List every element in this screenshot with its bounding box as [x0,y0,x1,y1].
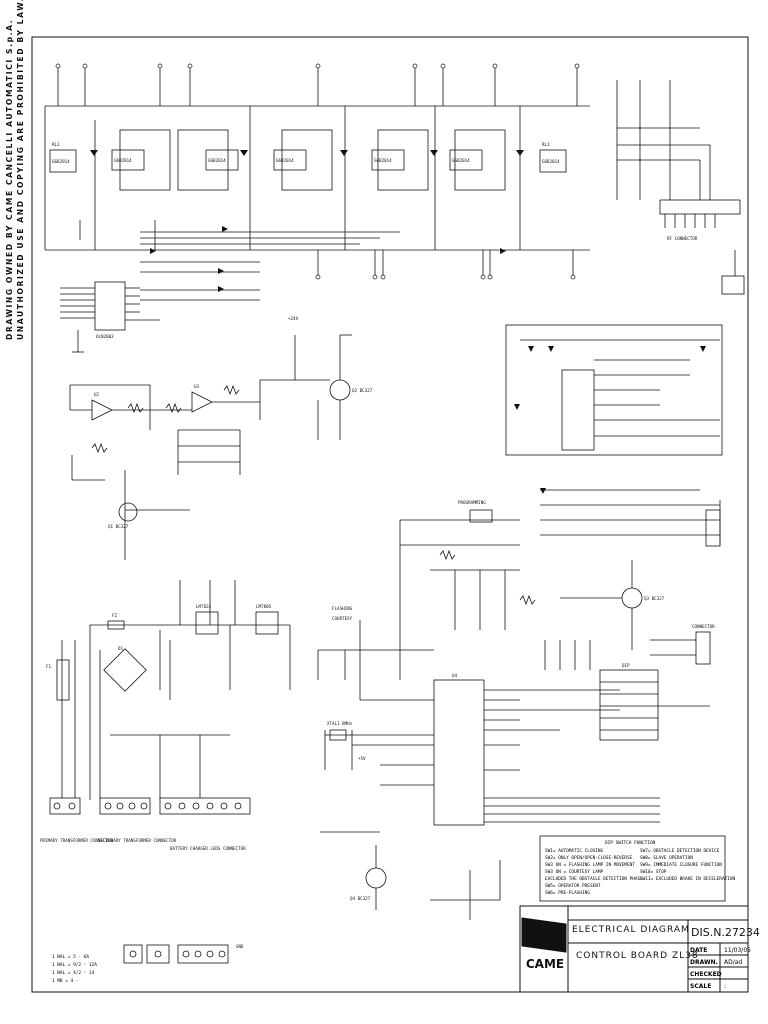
programming-label: PROGRAMMING [458,500,486,505]
dip-label: DIP [622,663,630,668]
title-block-row-value: 11/03/05 [724,947,751,954]
relay-label-6: G6B2014 [452,158,470,163]
fuse-f1-label: F1 [46,664,52,669]
dip-legend-box [539,835,726,902]
title-block-row-value: : [724,983,726,990]
dip-legend-left-line: SW2= ONLY OPEN/OPEN-CLOSE-REVERSE [545,855,633,861]
rf-connector-label: RF CONNECTOR [667,236,698,241]
title-block-row-label: SCALE [690,983,711,990]
relay-label-1: G6B2014 [52,159,70,164]
transistor-q4-label: Q4 BC327 [350,896,371,901]
microcontroller-section [317,509,660,826]
regulator-b-label: LM7805 [256,604,272,609]
title-block-row-label: CHECKED [690,971,722,978]
relay-terminal-markers [55,63,580,280]
transistor-q2-label: Q2 BC327 [352,388,373,393]
title-line-1: ELECTRICAL DIAGRAM [572,925,690,935]
connector-label: CONNECTOR [692,624,715,629]
relay-diodes [90,150,524,292]
microcontroller-label: U4 [452,673,458,678]
dip-legend-left-line: SW3 ON = FLASHING LAMP IN MOVEMENT [545,862,635,868]
logic-diodes [514,346,706,494]
crystal-label: XTAL1 8MHz [327,721,353,726]
battery-charger-label: BATTERY CHARGER LEDS CONNECTOR [170,846,246,851]
plus24-label-a: +24V [288,316,299,321]
dip-legend-left-line: EXCLUDED THE OBSTACLE DETECTION PHASE [545,876,643,882]
note-line-3: 1 NAL = 4/2 - 14 [52,970,95,976]
relay-label-5: G6B2014 [374,158,392,163]
uln2003-driver [60,281,160,353]
fuse-f2-label: F2 [112,613,118,618]
gnd-label: GND [236,944,244,949]
relay-label-7: G6B2014 [542,159,560,164]
terminal-blocks [49,797,251,964]
logic-section [505,324,723,547]
title-line-2: CONTROL BOARD ZL38 [576,951,699,961]
secondary-transformer-label: SECONDARY TRANSFORMER CONNECTOR [98,838,177,843]
opamp-u2-label: U2 [94,392,100,397]
note-line-2: 1 NAL = 9/2 - 12A [52,962,97,968]
relay-label-3: G6B2014 [208,158,226,163]
title-block-row-label: DRAWN. [690,959,718,966]
opamp-u3-label: U3 [194,384,200,389]
courtesy-label: COURTESY [332,616,353,621]
dip-legend-right-line: SW7= OBSTACLE DETECTION DEVICE [640,848,720,854]
plus5-label: +5V [358,756,366,761]
flashing-label: FLASHING [332,606,353,611]
relay-label-rl-a: RL3 [52,142,60,147]
title-block-row-label: DATE [690,947,707,954]
q2-driver [260,334,352,440]
dip-legend-heading: DIP SWITCH FUNCTION [605,840,656,846]
power-supply-section [56,580,291,800]
relay-label-4: G6B2014 [276,158,294,163]
opamp-section [69,380,261,560]
q4-section [320,831,501,920]
rf-connector-section [616,80,745,295]
relay-label-2: G6B2014 [114,158,132,163]
dip-legend-left-line: SW5= OPERATOR PRESENT [545,883,601,889]
note-line-4: 1 MB = 4 - [52,978,78,984]
diode-bridge-label: D1 [118,646,124,651]
title-block [519,905,749,993]
uln2003-label: ULN2003 [96,334,114,339]
dip-legend-right-line: SW10= STOP [640,869,667,875]
relay-section [44,68,590,301]
transistor-q3-label: Q3 BC327 [644,596,665,601]
came-logo: CAME [523,955,567,973]
dip-legend-left-line: SW6= PRE-FLASHING [545,890,590,896]
primary-transformer-label: PRIMARY TRANSFORMER CONNECTOR [40,838,114,843]
dip-legend-left-line: SW3 ON = COURTESY LAMP [545,869,604,875]
dip-legend-right-line: SW9= IMMEDIATE CLOSURE FUNCTION [640,862,722,868]
dip-legend-right-line: SW8= SLAVE OPERATION [640,855,693,861]
drawing-border [31,36,749,993]
dip-legend-left-line: SW1= AUTOMATIC CLOSING [545,848,604,854]
drawing-number: DIS.N.27234 [691,926,760,939]
q3-connector-section [544,560,711,741]
transistor-q1-label: Q1 BC327 [108,524,129,529]
dip-legend-right-line: SW11= EXCLUDED BRAKE IN DECELERATION [640,876,736,882]
title-block-row-value: AD/ad [724,959,742,966]
regulator-a-label: LM7824 [196,604,212,609]
relay-label-rl-b: RL1 [542,142,550,147]
note-line-1: 1 NAL = 5 - 6A [52,954,89,960]
